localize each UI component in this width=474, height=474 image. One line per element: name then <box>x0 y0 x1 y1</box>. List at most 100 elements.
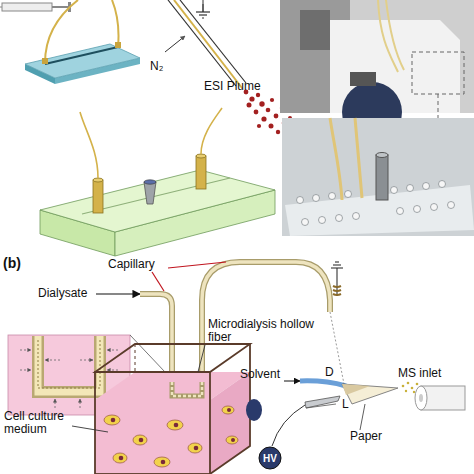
esi-plume-dots <box>266 108 271 113</box>
chip-photo <box>353 213 360 220</box>
culture-well <box>95 344 262 474</box>
paper-triangle <box>342 384 370 395</box>
syringe-icon <box>2 3 52 11</box>
text-label: Capillary <box>108 258 155 271</box>
esi-emitter <box>203 4 204 12</box>
microchip-green <box>93 180 103 213</box>
chip-photo <box>448 202 455 209</box>
setup-photo <box>412 52 464 94</box>
esi-emitter <box>199 14 207 15</box>
esi-emitter <box>203 0 204 12</box>
microchip-green <box>82 178 230 214</box>
ground-symbol <box>335 261 339 262</box>
culture-well <box>111 408 235 464</box>
syringe-icon <box>0 2 71 12</box>
node-text-box: HV <box>258 446 282 470</box>
flow-arrow <box>96 294 140 295</box>
hv-source-circle: HV <box>258 446 282 470</box>
chip-photo <box>423 183 430 190</box>
leader-line <box>152 272 164 291</box>
leader-line <box>72 345 205 432</box>
chip-photo <box>407 185 414 192</box>
esi-plume-dots <box>269 124 274 129</box>
chip-photo <box>397 208 404 215</box>
microchip-blue <box>45 47 118 64</box>
text-label: Solvent <box>240 368 280 381</box>
fiber-inset <box>55 399 56 408</box>
chip-photo <box>414 206 421 213</box>
culture-well <box>95 400 210 474</box>
clip-electrode <box>305 396 340 408</box>
esi-emitter <box>180 0 246 83</box>
culture-well <box>95 344 250 474</box>
microchip-green <box>40 108 275 256</box>
culture-well <box>139 438 144 443</box>
text-label: (b) <box>3 257 21 270</box>
esi-plume-dots <box>274 114 279 119</box>
ms-inlet <box>415 386 427 410</box>
solvent-tube <box>284 381 300 382</box>
culture-well <box>172 382 202 396</box>
culture-well <box>246 399 262 421</box>
solvent-tube <box>300 381 346 386</box>
esi-plume-dots <box>247 103 252 108</box>
chip-photo <box>336 215 343 222</box>
spray-dots <box>402 385 405 388</box>
capillary-tube <box>140 294 172 382</box>
ms-inlet <box>421 386 465 410</box>
spray-dots <box>407 382 410 385</box>
chip-photo <box>376 155 388 200</box>
clip-electrode <box>272 405 305 446</box>
microchip-green <box>93 178 103 182</box>
text-label: D <box>325 366 334 379</box>
capillary-tube <box>140 262 330 382</box>
culture-well <box>174 423 179 428</box>
chip-photo <box>297 197 304 204</box>
fiber-inset <box>45 360 60 361</box>
chip-photo <box>355 118 362 198</box>
fiber-inset <box>38 336 100 392</box>
culture-well <box>135 344 136 372</box>
chip-photo <box>330 118 342 200</box>
capillary-tube <box>140 294 172 382</box>
ms-inlet <box>419 394 423 402</box>
esi-plume-dots <box>254 110 259 115</box>
clip-electrode <box>306 404 336 408</box>
paper-triangle <box>330 312 398 404</box>
paper-triangle <box>342 384 398 404</box>
fiber-inset <box>107 350 118 351</box>
fiber-inset <box>20 370 31 371</box>
leader-line <box>152 262 226 291</box>
esi-plume-dots <box>261 116 266 121</box>
culture-well <box>104 415 120 425</box>
solvent-tube <box>284 381 346 386</box>
esi-emitter <box>174 0 242 88</box>
text-label: MS inlet <box>398 367 441 380</box>
culture-well <box>95 344 250 372</box>
circle-outline <box>259 447 281 469</box>
esi-emitter <box>168 0 236 86</box>
chip-photo <box>282 118 474 236</box>
ground-symbol <box>333 264 341 265</box>
esi-plume-dots <box>249 96 254 101</box>
leader-line <box>198 345 205 372</box>
culture-well <box>188 443 202 453</box>
microchip-blue <box>45 0 78 63</box>
culture-well <box>227 408 231 412</box>
text-label: Cell culture medium <box>4 410 74 436</box>
chip-photo <box>319 217 326 224</box>
fiber-inset <box>20 350 31 351</box>
chip-photo <box>282 118 474 236</box>
chip-photo <box>345 191 352 198</box>
chip-photo <box>302 219 309 226</box>
chip-photo <box>376 153 388 158</box>
culture-well <box>119 456 124 461</box>
culture-well <box>194 446 199 451</box>
flow-arrow <box>96 293 140 294</box>
ground-symbol <box>331 262 343 296</box>
culture-well <box>95 372 210 474</box>
spray-dots <box>413 391 415 393</box>
setup-photo <box>386 0 404 70</box>
microchip-green <box>144 182 156 204</box>
microchip-green <box>40 170 275 232</box>
